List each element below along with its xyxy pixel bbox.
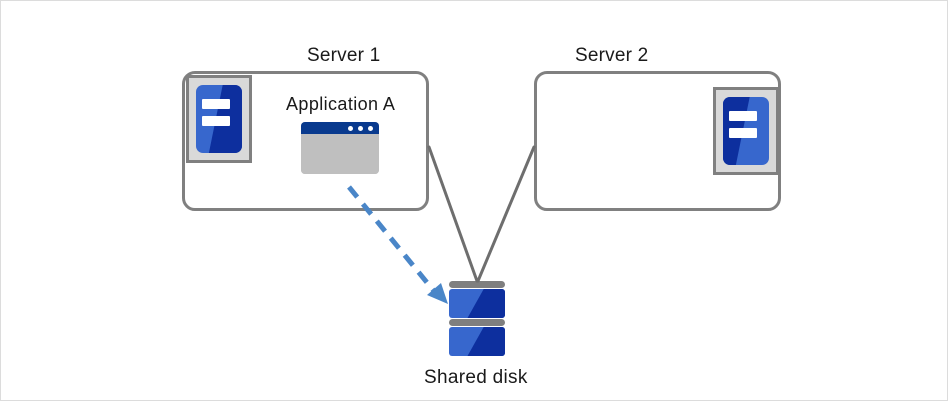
server-icon-card [723,97,769,165]
server-icon-bar-top [728,110,758,121]
server-icon-bar-top [201,98,231,109]
disk-platter-shade [467,289,505,318]
server-1-label: Server 1 [307,45,381,66]
disk-cap [449,319,505,326]
server-2-label: Server 2 [575,45,649,66]
connector-server1-to-disk [427,145,479,283]
window-body [301,134,379,174]
server-icon-card [196,85,242,153]
window-titlebar [301,122,379,134]
application-window-icon [301,122,379,174]
disk-stack-icon [449,281,505,359]
disk-platter [449,289,505,318]
server-icon-bar-bottom [728,127,758,138]
server-icon [186,75,252,163]
server-icon-bar-bottom [201,115,231,126]
shared-disk-label: Shared disk [424,367,528,388]
disk-cap [449,281,505,288]
connector-server2-to-disk [476,145,536,283]
disk-platter [449,327,505,356]
access-arrow-head-icon [427,283,448,304]
application-label: Application A [286,94,396,114]
window-dot-icon [348,125,353,131]
server-icon [713,87,779,175]
window-dot-icon [368,125,373,131]
disk-platter-shade [467,327,505,356]
window-dot-icon [358,125,363,131]
